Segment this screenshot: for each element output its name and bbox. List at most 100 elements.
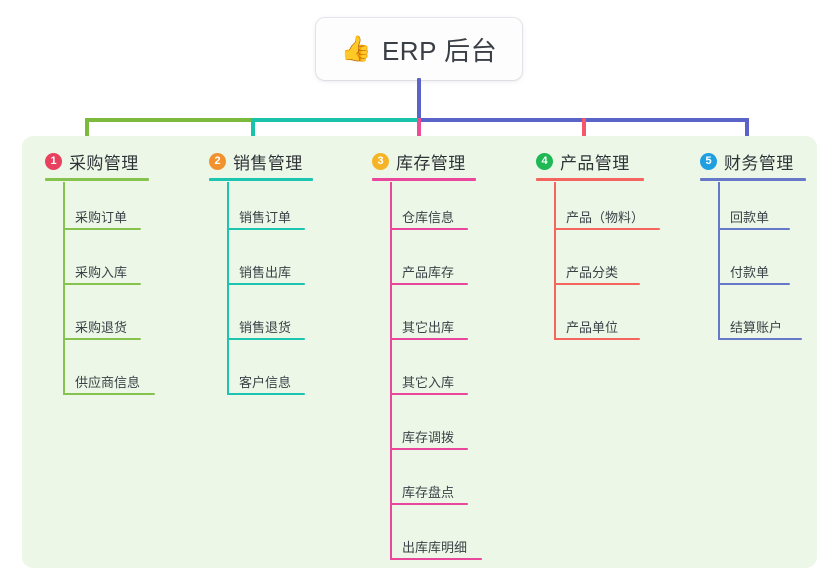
trunk-line [417, 78, 421, 122]
module-item[interactable]: 产品单位 [554, 320, 640, 340]
drop-stub-5 [745, 118, 749, 148]
module-item-rule [554, 228, 660, 230]
drop-stub-3 [417, 118, 421, 148]
module-title: 销售管理 [233, 153, 303, 173]
module-header-rule [372, 178, 476, 181]
module-item-label: 采购入库 [75, 265, 128, 280]
module-item-label: 产品（物料） [566, 210, 645, 225]
module-column-1: 1 采购管理采购订单采购入库采购退货供应商信息 [45, 148, 155, 395]
module-item[interactable]: 结算账户 [718, 320, 802, 340]
module-item[interactable]: 销售订单 [227, 210, 305, 230]
bus-segment-green [85, 118, 253, 122]
module-number-badge: 3 [372, 152, 389, 170]
module-column-5: 5 财务管理回款单付款单结算账户 [700, 148, 806, 340]
module-item[interactable]: 采购退货 [63, 320, 141, 340]
module-item[interactable]: 仓库信息 [390, 210, 468, 230]
module-spine [554, 182, 556, 340]
module-header-rule [209, 178, 313, 181]
module-item[interactable]: 其它出库 [390, 320, 468, 340]
module-item[interactable]: 产品分类 [554, 265, 640, 285]
module-header-5[interactable]: 5 财务管理 [700, 148, 794, 174]
module-spine [390, 182, 392, 560]
module-item-rule [63, 338, 141, 340]
module-item-label: 客户信息 [239, 375, 292, 390]
module-item[interactable]: 产品库存 [390, 265, 468, 285]
module-item-label: 回款单 [730, 210, 770, 225]
module-item-rule [390, 503, 468, 505]
module-item-label: 产品分类 [566, 265, 619, 280]
module-column-2: 2 销售管理销售订单销售出库销售退货客户信息 [209, 148, 313, 395]
module-number-badge: 2 [209, 152, 226, 170]
module-item-rule [63, 393, 155, 395]
module-item[interactable]: 采购入库 [63, 265, 141, 285]
module-item[interactable]: 供应商信息 [63, 375, 155, 395]
module-item-label: 结算账户 [730, 320, 783, 335]
module-header-rule [536, 178, 644, 181]
drop-stub-1 [85, 118, 89, 148]
module-item[interactable]: 库存调拨 [390, 430, 468, 450]
module-item-label: 供应商信息 [75, 375, 141, 390]
module-header-1[interactable]: 1 采购管理 [45, 148, 139, 174]
module-number-badge: 5 [700, 152, 717, 170]
module-item-label: 销售退货 [239, 320, 292, 335]
module-item-rule [63, 228, 141, 230]
module-item-rule [227, 393, 305, 395]
module-header-rule [700, 178, 806, 181]
modules-panel [22, 136, 817, 568]
module-number-badge: 4 [536, 152, 553, 170]
module-item-rule [63, 283, 141, 285]
module-item-rule [390, 393, 468, 395]
module-item-label: 其它出库 [402, 320, 455, 335]
module-item-label: 采购退货 [75, 320, 128, 335]
module-item-label: 出库库明细 [402, 540, 468, 555]
module-column-3: 3 库存管理仓库信息产品库存其它出库其它入库库存调拨库存盘点出库库明细 [372, 148, 482, 560]
thumbs-up-icon: 👍 [340, 34, 372, 63]
module-item-label: 销售订单 [239, 210, 292, 225]
module-title: 财务管理 [724, 153, 794, 173]
module-item[interactable]: 回款单 [718, 210, 790, 230]
module-spine [227, 182, 229, 395]
module-header-2[interactable]: 2 销售管理 [209, 148, 303, 174]
module-item-rule [227, 283, 305, 285]
module-item[interactable]: 其它入库 [390, 375, 468, 395]
module-item-rule [718, 338, 802, 340]
module-item-label: 库存盘点 [402, 485, 455, 500]
module-item-label: 库存调拨 [402, 430, 455, 445]
module-spine [718, 182, 720, 340]
module-item-label: 其它入库 [402, 375, 455, 390]
module-item-label: 产品单位 [566, 320, 619, 335]
bus-segment-teal [251, 118, 419, 122]
module-item[interactable]: 库存盘点 [390, 485, 468, 505]
module-item[interactable]: 产品（物料） [554, 210, 660, 230]
module-item[interactable]: 付款单 [718, 265, 790, 285]
module-item-rule [718, 283, 790, 285]
root-node-card[interactable]: 👍 ERP 后台 [316, 18, 522, 80]
module-item-label: 仓库信息 [402, 210, 455, 225]
module-item-rule [227, 228, 305, 230]
module-item[interactable]: 客户信息 [227, 375, 305, 395]
module-item[interactable]: 出库库明细 [390, 540, 482, 560]
module-number-badge: 1 [45, 152, 62, 170]
module-item-rule [390, 558, 482, 560]
module-item-rule [227, 338, 305, 340]
module-item[interactable]: 采购订单 [63, 210, 141, 230]
module-item-rule [390, 448, 468, 450]
module-item-rule [390, 338, 468, 340]
module-spine [63, 182, 65, 395]
module-item[interactable]: 销售退货 [227, 320, 305, 340]
module-title: 采购管理 [69, 153, 139, 173]
module-title: 库存管理 [396, 153, 466, 173]
module-item-label: 产品库存 [402, 265, 455, 280]
drop-stub-2 [251, 118, 255, 148]
module-item[interactable]: 销售出库 [227, 265, 305, 285]
module-item-rule [718, 228, 790, 230]
module-item-rule [554, 283, 640, 285]
module-header-3[interactable]: 3 库存管理 [372, 148, 466, 174]
module-item-rule [390, 283, 468, 285]
module-header-rule [45, 178, 149, 181]
module-item-label: 销售出库 [239, 265, 292, 280]
root-node-title: ERP 后台 [381, 35, 498, 66]
